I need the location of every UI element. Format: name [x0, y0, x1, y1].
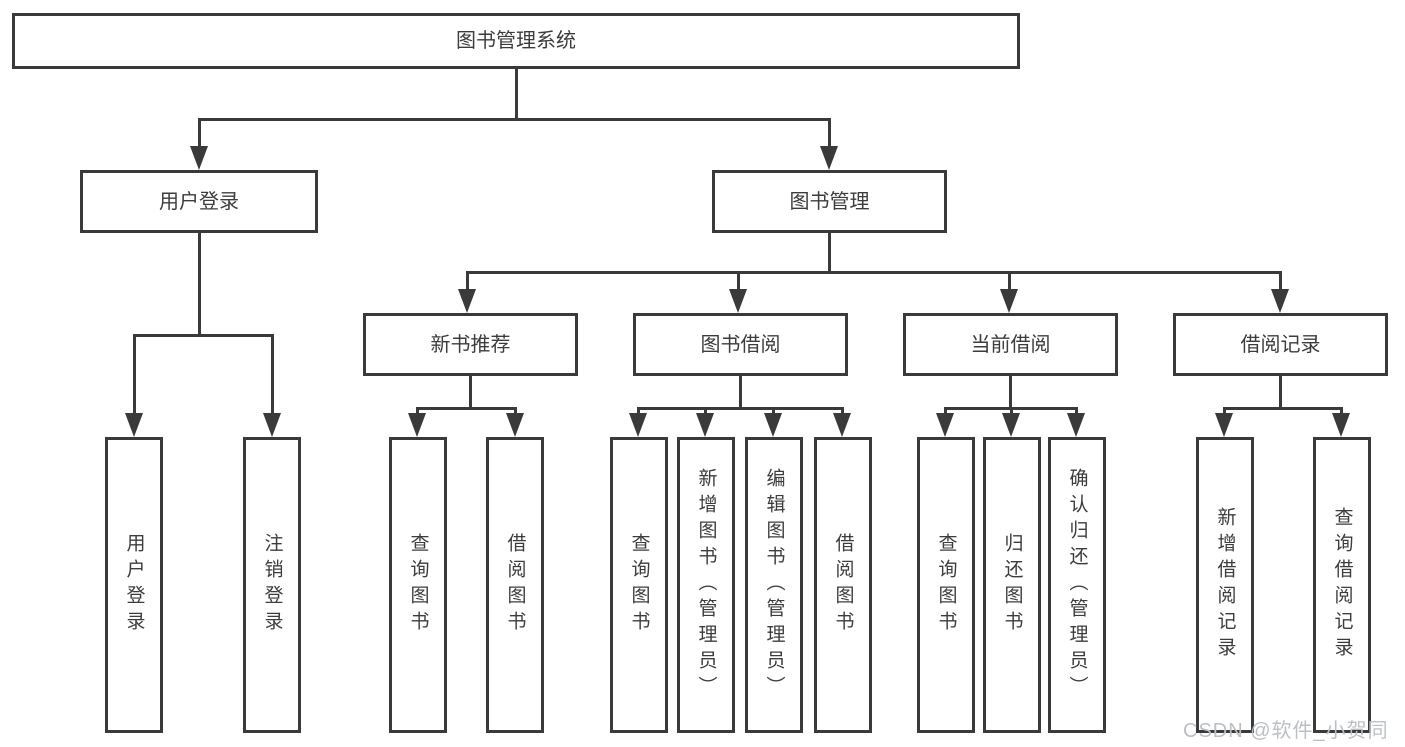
node-label: 查询图书 — [407, 533, 429, 637]
connector-newbook-stem — [469, 375, 472, 409]
arrow-down-icon — [190, 146, 208, 170]
node-label: 新增图书（管理员） — [695, 468, 717, 702]
connector-drop — [1010, 407, 1013, 416]
arrow-down-icon — [820, 146, 838, 170]
connector-drop — [637, 407, 640, 416]
connector-drop-borrow — [737, 271, 740, 292]
node-label: 图书管理系统 — [456, 30, 576, 52]
connector-root-bus — [198, 118, 831, 121]
node-label: 用户登录 — [123, 533, 145, 637]
node-newbook-borrow-book: 借阅图书 — [486, 437, 544, 733]
arrow-down-icon — [458, 289, 476, 313]
node-borrow-records: 借阅记录 — [1173, 313, 1388, 376]
node-newbook-query-book: 查询图书 — [389, 437, 447, 733]
node-new-book-recommend: 新书推荐 — [363, 313, 578, 376]
arrow-down-icon — [629, 413, 647, 437]
connector-drop-login-user — [133, 334, 136, 415]
node-borrow-query-book: 查询图书 — [610, 437, 668, 733]
csdn-watermark: CSDN @软件_小贺同学 — [1183, 720, 1389, 742]
connector-borrow-stem — [739, 375, 742, 409]
connector-records-bus — [1223, 407, 1343, 410]
arrow-down-icon — [1215, 413, 1233, 437]
node-borrow-edit-book-admin: 编辑图书（管理员） — [745, 437, 803, 733]
arrow-down-icon — [936, 413, 954, 437]
node-current-borrowing: 当前借阅 — [903, 313, 1118, 376]
connector-drop — [841, 407, 844, 416]
connector-drop — [416, 407, 419, 416]
node-label: 借阅记录 — [1240, 333, 1321, 356]
node-current-query-book: 查询图书 — [917, 437, 975, 733]
connector-drop-current — [1008, 271, 1011, 292]
connector-drop — [944, 407, 947, 416]
node-user-login: 用户登录 — [80, 170, 318, 233]
node-login-user-login: 用户登录 — [105, 437, 163, 733]
connector-mgmt-bus — [466, 271, 1282, 274]
node-label: 确认归还（管理员） — [1066, 468, 1088, 702]
arrow-down-icon — [408, 413, 426, 437]
connector-drop-login-logout — [271, 334, 274, 415]
node-label: 新书推荐 — [430, 333, 511, 356]
connector-login-stem — [198, 232, 201, 336]
connector-newbook-bus — [416, 407, 517, 410]
connector-root-stem — [515, 69, 518, 120]
arrow-down-icon — [1067, 413, 1085, 437]
arrow-down-icon — [764, 413, 782, 437]
arrow-down-icon — [1332, 413, 1350, 437]
arrow-down-icon — [696, 413, 714, 437]
connector-drop — [772, 407, 775, 416]
node-label: 图书管理 — [789, 190, 870, 213]
node-current-return-book: 归还图书 — [983, 437, 1041, 733]
connector-borrow-bus — [637, 407, 844, 410]
node-label: 新增借阅记录 — [1214, 507, 1236, 663]
node-book-borrowing: 图书借阅 — [633, 313, 848, 376]
node-label: 当前借阅 — [970, 333, 1051, 356]
node-borrow-lend-book: 借阅图书 — [814, 437, 872, 733]
connector-drop-records — [1279, 271, 1282, 292]
arrow-down-icon — [263, 413, 281, 437]
arrow-down-icon — [1000, 289, 1018, 313]
node-label: 借阅图书 — [504, 533, 526, 637]
node-records-query-record: 查询借阅记录 — [1313, 437, 1371, 733]
node-label: 查询图书 — [935, 533, 957, 637]
arrow-down-icon — [1002, 413, 1020, 437]
arrow-down-icon — [1271, 289, 1289, 313]
arrow-down-icon — [506, 413, 524, 437]
connector-drop — [1223, 407, 1226, 416]
node-label: 注销登录 — [261, 533, 283, 637]
node-label: 用户登录 — [159, 190, 239, 213]
connector-drop-mgmt — [828, 118, 831, 148]
connector-drop — [1075, 407, 1078, 416]
connector-drop-login — [198, 118, 201, 148]
connector-login-bus — [133, 334, 274, 337]
node-current-confirm-return-admin: 确认归还（管理员） — [1048, 437, 1106, 733]
arrow-down-icon — [125, 413, 143, 437]
node-label: 图书借阅 — [700, 333, 781, 356]
arrow-down-icon — [729, 289, 747, 313]
connector-drop — [1340, 407, 1343, 416]
node-book-management: 图书管理 — [712, 170, 947, 233]
node-label: 借阅图书 — [832, 533, 854, 637]
node-borrow-add-book-admin: 新增图书（管理员） — [677, 437, 735, 733]
arrow-down-icon — [833, 413, 851, 437]
node-logout: 注销登录 — [243, 437, 301, 733]
node-library-system: 图书管理系统 — [12, 13, 1020, 69]
connector-records-stem — [1279, 375, 1282, 409]
connector-current-stem — [1009, 375, 1012, 409]
node-label: 归还图书 — [1001, 533, 1023, 637]
connector-drop — [514, 407, 517, 416]
node-label: 查询借阅记录 — [1331, 507, 1353, 663]
connector-drop-new-book — [466, 271, 469, 292]
node-records-add-record: 新增借阅记录 — [1196, 437, 1254, 733]
connector-mgmt-stem — [828, 233, 831, 273]
node-label: 查询图书 — [628, 533, 650, 637]
node-label: 编辑图书（管理员） — [763, 468, 785, 702]
connector-drop — [704, 407, 707, 416]
